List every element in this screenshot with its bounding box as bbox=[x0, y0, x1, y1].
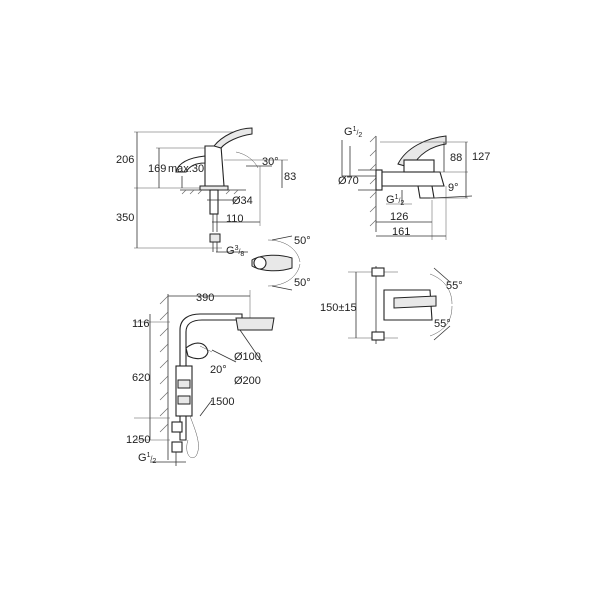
dim-83: 83 bbox=[284, 171, 296, 183]
shower-system-drawing: 390 116 Ø100 20° Ø200 620 1500 1250 G1/2 bbox=[126, 290, 275, 466]
dim-161: 161 bbox=[392, 226, 410, 238]
dim-d200: Ø200 bbox=[234, 375, 261, 387]
dim-126: 126 bbox=[390, 211, 408, 223]
dim-55deg-bottom: 55° bbox=[434, 318, 451, 330]
dim-116: 116 bbox=[132, 318, 150, 330]
dim-d34: Ø34 bbox=[232, 195, 253, 207]
dim-390: 390 bbox=[196, 292, 214, 304]
dim-150-15: 150±15 bbox=[320, 302, 357, 314]
dim-350: 350 bbox=[116, 212, 134, 224]
dim-g12-shower: G1/2 bbox=[138, 452, 156, 465]
dim-206: 206 bbox=[116, 154, 134, 166]
dim-169: 169 bbox=[148, 163, 166, 175]
lever-angle-detail: 50° 50° bbox=[251, 235, 311, 291]
dim-9deg: 9° bbox=[448, 182, 459, 194]
dim-g12-bottom: G1/2 bbox=[386, 194, 404, 207]
bath-mixer-front-drawing: 150±15 55° 55° bbox=[320, 266, 463, 344]
dim-110: 110 bbox=[226, 213, 244, 225]
basin-mixer-drawing: 206 169 max.30 30° 83 Ø34 350 110 G3/8 bbox=[116, 127, 296, 258]
dim-50deg-bottom: 50° bbox=[294, 277, 311, 289]
dim-d70: Ø70 bbox=[338, 175, 359, 187]
dim-50deg-top: 50° bbox=[294, 235, 311, 247]
dim-88: 88 bbox=[450, 152, 462, 164]
dim-g38: G3/8 bbox=[226, 245, 244, 258]
dim-1500: 1500 bbox=[210, 396, 234, 408]
dim-1250: 1250 bbox=[126, 434, 150, 446]
dim-30deg: 30° bbox=[262, 156, 279, 168]
dim-620: 620 bbox=[132, 372, 150, 384]
dim-55deg-top: 55° bbox=[446, 280, 463, 292]
dim-max30: max.30 bbox=[168, 163, 204, 175]
dim-g12-top: G1/2 bbox=[344, 126, 362, 139]
dim-127: 127 bbox=[472, 151, 490, 163]
dim-d100: Ø100 bbox=[234, 351, 261, 363]
bath-mixer-side-drawing: G1/2 Ø70 88 127 G1/2 9° 126 161 bbox=[338, 126, 490, 240]
dim-20deg: 20° bbox=[210, 364, 227, 376]
